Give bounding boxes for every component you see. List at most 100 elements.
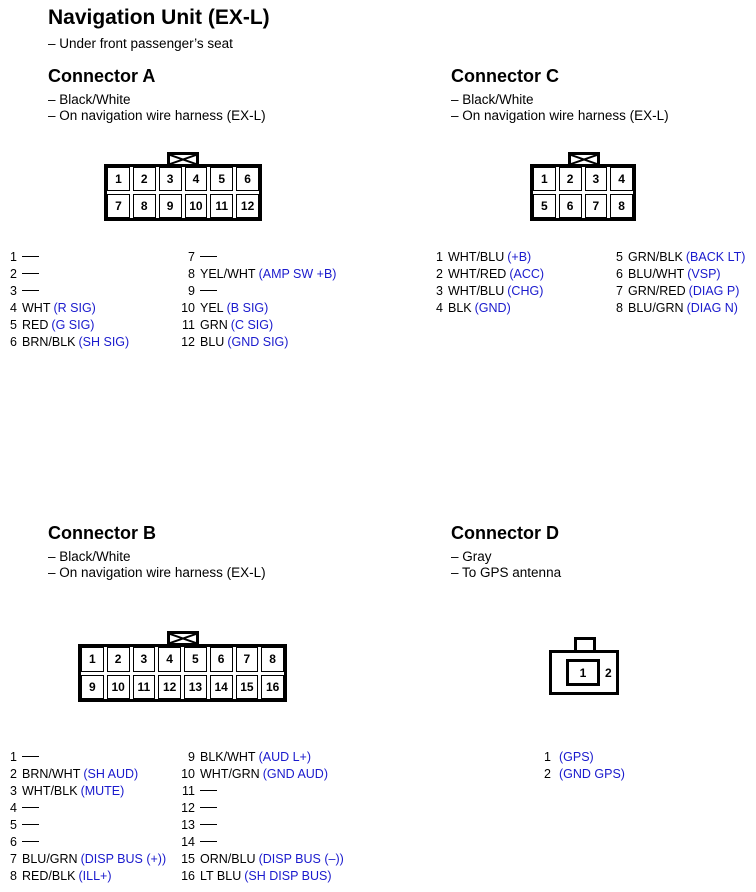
signal-name: (ILL+): [78, 869, 112, 883]
connector-cell-pin-1: 1: [107, 167, 130, 191]
page-subtitle: – Under front passenger’s seat: [48, 36, 233, 51]
signal-name: (GND): [474, 301, 511, 315]
signal-name: (SH AUD): [83, 767, 139, 781]
signal-name: (GND SIG): [227, 335, 289, 349]
pin-number: 10: [181, 767, 195, 781]
signal-name: (VSP): [687, 267, 721, 281]
connector-cell-pin-10: 10: [106, 674, 130, 699]
pin-row: 2(GND GPS): [542, 766, 625, 783]
pin-number: 7: [10, 852, 17, 866]
pin-row: 1: [8, 749, 166, 766]
pin-row: 2: [8, 266, 129, 283]
unused-pin-dash: [22, 273, 39, 275]
connector-cell-pin-12: 12: [236, 194, 259, 218]
wire-color: BLU/GRN: [628, 301, 684, 315]
pin-number: 6: [10, 835, 17, 849]
unused-pin-dash: [22, 807, 39, 809]
wire-color: BRN/BLK: [22, 335, 76, 349]
pin-row: 1: [8, 249, 129, 266]
pin-number: 2: [10, 267, 17, 281]
connector-cell-pin-11: 11: [132, 674, 156, 699]
pin-number: 1: [544, 750, 551, 764]
connector-cell-pin-5: 5: [210, 167, 234, 191]
pin-number: 5: [10, 818, 17, 832]
pin-number: 1: [10, 250, 17, 264]
connector-cell-pin-7: 7: [584, 194, 608, 218]
signal-name: (GPS): [559, 750, 594, 764]
connector-cell-pin-6: 6: [236, 167, 259, 191]
connector-cell-pin-4: 4: [184, 167, 208, 191]
wire-color: RED/BLK: [22, 869, 76, 883]
pin-number: 11: [182, 784, 195, 798]
signal-name: (+B): [507, 250, 532, 264]
connector-cell-pin-13: 13: [184, 674, 207, 699]
connector-b-heading: Connector B: [48, 523, 156, 543]
signal-name: (B SIG): [226, 301, 269, 315]
pin-number: 10: [181, 301, 195, 315]
pin-number: 6: [10, 335, 17, 349]
wire-color: RED: [22, 318, 49, 332]
connector-d-desc-2: – To GPS antenna: [451, 565, 562, 580]
unused-pin-dash: [22, 824, 39, 826]
pin-number: 1: [10, 750, 17, 764]
connector-b-desc-2: – On navigation wire harness (EX-L): [48, 565, 266, 580]
wire-color: WHT/BLK: [22, 784, 78, 798]
unused-pin-dash: [22, 290, 39, 292]
wire-color: WHT/GRN: [200, 767, 260, 781]
unused-pin-dash: [22, 756, 39, 758]
page-title: Navigation Unit (EX-L): [48, 6, 270, 29]
connector-cell-pin-8: 8: [261, 647, 284, 672]
pin-row: 12 BLU(GND SIG): [180, 334, 336, 351]
pin-number: 4: [10, 301, 17, 315]
pin-row: 8 RED/BLK(ILL+): [8, 868, 166, 885]
unused-pin-dash: [22, 256, 39, 258]
connector-cell-pin-7: 7: [235, 647, 259, 672]
pin-number: 3: [10, 784, 17, 798]
connector-d-desc-1: – Gray: [451, 549, 492, 564]
pin-row: 12: [180, 800, 344, 817]
connector-d-heading: Connector D: [451, 523, 559, 543]
signal-name: (AMP SW +B): [258, 267, 337, 281]
wire-color: YEL/WHT: [200, 267, 256, 281]
pin-number: 1: [436, 250, 443, 264]
pin-number: 5: [616, 250, 623, 264]
unused-pin-dash: [200, 824, 217, 826]
wire-color: BLU/WHT: [628, 267, 685, 281]
wire-color: GRN: [200, 318, 228, 332]
connector-cell-pin-10: 10: [184, 194, 208, 218]
connector-c-desc-1: – Black/White: [451, 92, 534, 107]
pin-number: 7: [616, 284, 623, 298]
signal-name: (BACK LT): [685, 250, 746, 264]
signal-name: (MUTE): [80, 784, 125, 798]
pin-number: 12: [181, 335, 195, 349]
pin-number: 13: [181, 818, 195, 832]
unused-pin-dash: [200, 807, 217, 809]
signal-name: (C SIG): [230, 318, 274, 332]
wire-color: LT BLU: [200, 869, 242, 883]
unused-pin-dash: [22, 841, 39, 843]
pin-row: 11: [180, 783, 344, 800]
connector-b-desc-1: – Black/White: [48, 549, 131, 564]
connector-cell-pin-8: 8: [132, 194, 156, 218]
wire-color: BRN/WHT: [22, 767, 81, 781]
pin-row: 7: [180, 249, 336, 266]
connector-cell-pin-3: 3: [132, 647, 156, 672]
wire-color: BLU: [200, 335, 225, 349]
pin-number: 8: [10, 869, 17, 883]
connector-cell-pin-5: 5: [533, 194, 556, 218]
signal-name: (G SIG): [51, 318, 95, 332]
pin-number: 4: [436, 301, 443, 315]
wire-color: BLK/WHT: [200, 750, 256, 764]
pin-number: 2: [544, 767, 551, 781]
pin-number: 8: [616, 301, 623, 315]
